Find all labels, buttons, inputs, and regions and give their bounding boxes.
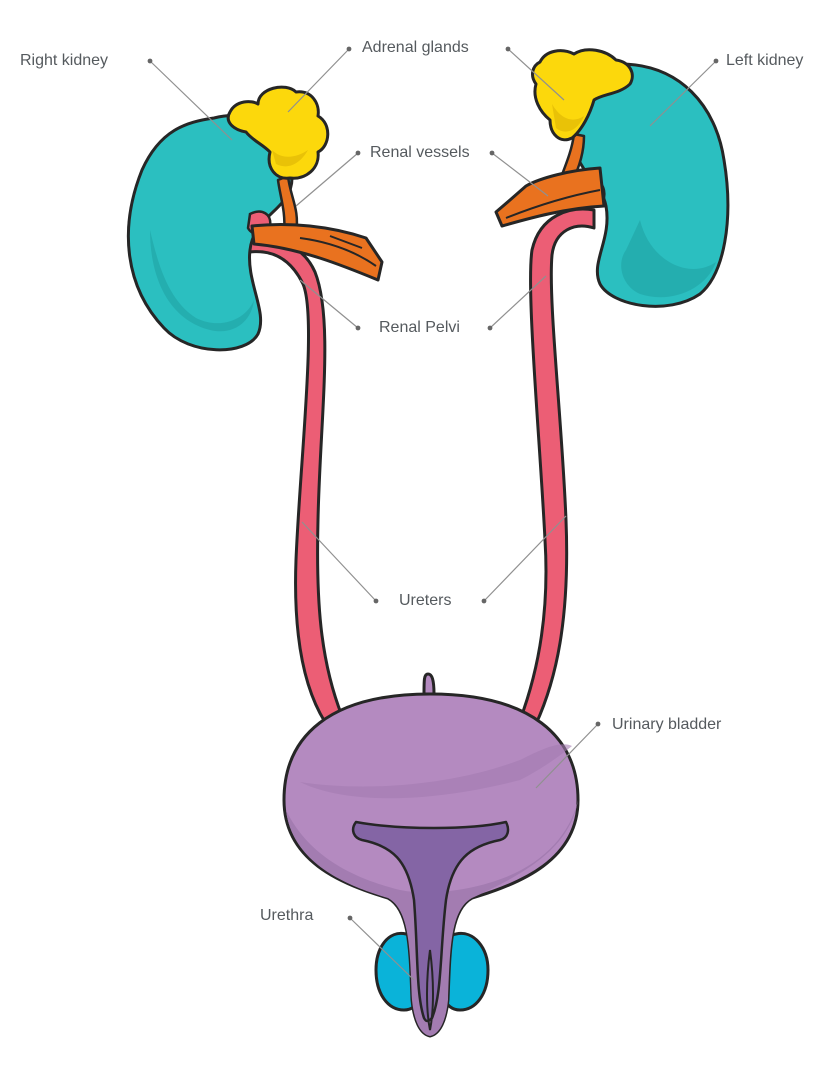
ureters [244,207,596,726]
leader-dots [147,46,719,921]
leader-adrenal-left [507,48,565,101]
dot-icon [481,598,487,604]
dot-icon [487,325,493,331]
leader-lines [149,48,717,981]
label-ureters: Ureters [399,592,452,609]
leader-right-kidney [149,60,233,141]
dot-icon [489,150,495,156]
right-kidney [126,114,294,352]
leader-left-kidney [649,60,717,127]
urinary-bladder [282,672,580,1038]
dot-icon [713,58,719,64]
label-renal-vessels: Renal vessels [370,144,470,161]
leader-renal-vessels-right [295,152,359,207]
dot-icon [355,325,361,331]
leader-ureters-left [483,515,567,602]
right-renal-vessels [250,174,384,282]
label-urinary-bladder: Urinary bladder [612,716,722,733]
dot-icon [373,598,379,604]
dot-icon [355,150,361,156]
label-right-kidney: Right kidney [20,52,109,69]
leader-renal-pelvi-left [489,275,547,329]
leader-renal-vessels-left [491,152,549,197]
right-adrenal-gland [226,85,330,180]
leader-urinary-bladder [535,723,599,789]
dot-icon [347,915,353,921]
dot-icon [505,46,511,52]
leader-urethra [349,917,415,981]
left-renal-vessels [494,132,606,228]
label-urethra: Urethra [260,907,314,924]
label-left-kidney: Left kidney [726,52,804,69]
left-ureter [518,207,596,726]
dot-icon [147,58,153,64]
dot-icon [346,46,352,52]
bladder-trigone [351,820,510,1023]
leader-renal-pelvi-right [299,279,359,329]
label-renal-pelvi: Renal Pelvi [379,319,460,336]
left-adrenal-gland [531,48,634,142]
leader-ureters-right [301,521,377,602]
dot-icon [595,721,601,727]
leader-adrenal-right [287,48,350,113]
label-adrenal-glands: Adrenal glands [362,39,469,56]
